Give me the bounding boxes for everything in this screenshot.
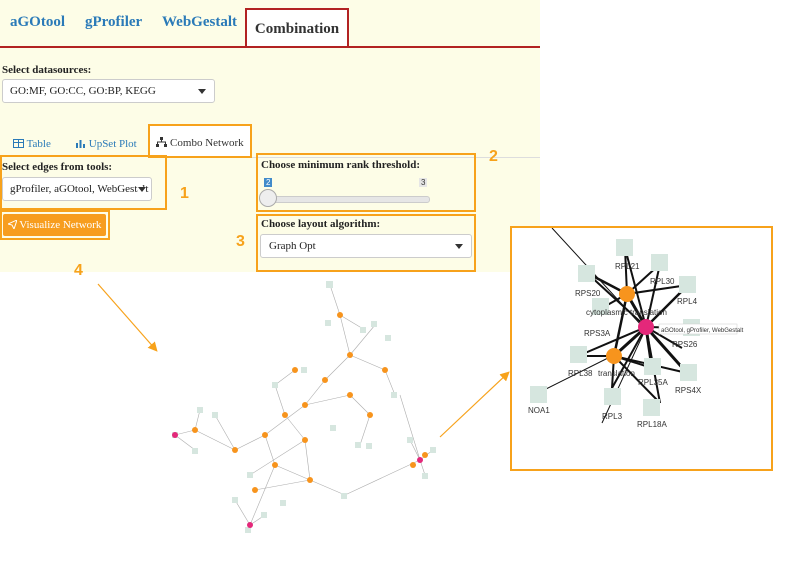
network-zoom: RPL21 RPS20 RPL30 RPL4 cytoplasmic trans… — [528, 228, 744, 429]
rank-slider-max: 3 — [419, 178, 428, 187]
highlight-box-4 — [0, 210, 110, 240]
subtab-table[interactable]: Table — [13, 138, 51, 150]
tab-webgestalt[interactable]: WebGestalt — [162, 14, 237, 30]
tab-combination[interactable]: Combination — [245, 8, 349, 46]
subtab-upset[interactable]: UpSet Plot — [75, 138, 137, 150]
node-label-rpl30: RPL30 — [650, 277, 675, 286]
table-icon — [13, 139, 24, 148]
tab-gprofiler[interactable]: gProfiler — [85, 14, 143, 30]
edges-tools-select[interactable]: gProfiler, aGOtool, WebGestalt — [2, 177, 152, 201]
node-label-cytoplasmic-translation: cytoplasmic translation — [586, 308, 667, 317]
callout-number-2: 2 — [489, 148, 498, 165]
chevron-down-icon — [138, 187, 146, 192]
node-label-rpl38: RPL38 — [568, 369, 593, 378]
tab-divider — [252, 157, 540, 158]
layout-algorithm-value: Graph Opt — [269, 240, 316, 252]
arrow-to-zoom — [439, 371, 510, 438]
chevron-down-icon — [198, 89, 206, 94]
tab-agotool[interactable]: aGOtool — [10, 14, 65, 30]
rank-slider-min: 2 — [264, 178, 273, 187]
rank-slider-handle[interactable] — [259, 189, 277, 207]
callout-number-1: 1 — [180, 185, 189, 202]
layout-algorithm-label: Choose layout algorithm: — [261, 218, 381, 230]
node-label-rpl21: RPL21 — [615, 262, 640, 271]
chevron-down-icon — [455, 244, 463, 249]
network-overview — [172, 281, 436, 533]
node-label-rpl35a: RPL35A — [638, 378, 668, 387]
callout-number-3: 3 — [236, 233, 245, 250]
highlight-box-2 — [256, 153, 476, 212]
node-label-rps3a: RPS3A — [584, 329, 611, 338]
node-label-rps4x: RPS4X — [675, 386, 702, 395]
node-label-rps20: RPS20 — [575, 289, 601, 298]
datasources-value: GO:MF, GO:CC, GO:BP, KEGG — [10, 85, 156, 97]
highlight-box-1 — [0, 155, 167, 210]
node-label-noa1: NOA1 — [528, 406, 550, 415]
node-label-rps26: RPS26 — [672, 340, 698, 349]
top-tab-bar: aGOtool gProfiler WebGestalt Combination — [0, 0, 540, 48]
layout-algorithm-select[interactable]: Graph Opt — [260, 234, 472, 258]
rank-threshold-label: Choose minimum rank threshold: — [261, 159, 421, 171]
node-label-rpl18a: RPL18A — [637, 420, 667, 429]
node-label-rpl3: RPL3 — [602, 412, 623, 421]
visualize-network-label: Visualize Network — [19, 219, 102, 231]
subtab-combo-network[interactable]: Combo Network — [148, 124, 252, 158]
datasources-label: Select datasources: — [2, 64, 92, 76]
node-label-translation: translation — [598, 369, 635, 378]
highlight-box-3 — [256, 214, 476, 272]
arrow-to-network — [97, 283, 158, 352]
visualize-network-button[interactable]: Visualize Network — [3, 214, 106, 236]
edges-tools-label: Select edges from tools: — [2, 161, 113, 173]
bar-chart-icon — [76, 140, 85, 148]
datasources-select[interactable]: GO:MF, GO:CC, GO:BP, KEGG — [2, 79, 215, 103]
sitemap-icon — [156, 137, 168, 147]
subtab-table-label: Table — [26, 138, 51, 150]
edges-tools-value: gProfiler, aGOtool, WebGestalt — [10, 183, 149, 195]
subtab-upset-label: UpSet Plot — [88, 138, 137, 150]
highlight-box-5 — [510, 226, 773, 471]
node-tooltip-tools: aGOtool, gProfiler, WebGestalt — [661, 328, 744, 334]
node-label-rpl4: RPL4 — [677, 297, 698, 306]
subtab-combo-label: Combo Network — [170, 137, 244, 149]
callout-number-4: 4 — [74, 262, 83, 279]
